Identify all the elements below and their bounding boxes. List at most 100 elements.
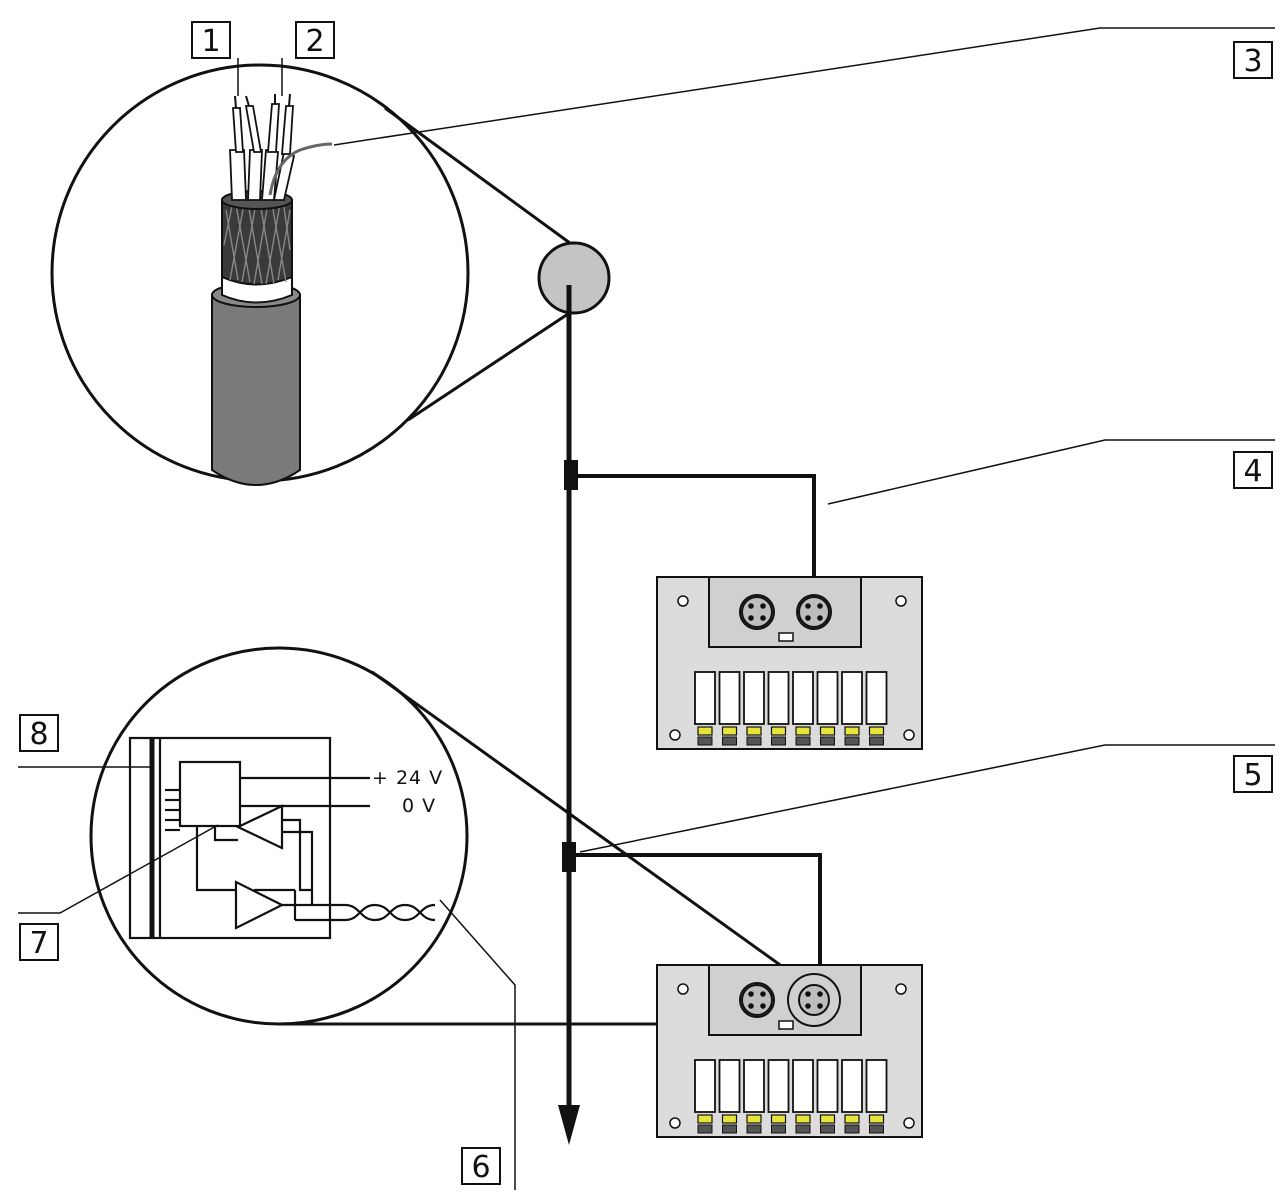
- channel-led: [795, 726, 811, 736]
- connector-pin: [817, 1003, 823, 1009]
- m12-connector-ring: [739, 594, 775, 630]
- channel-terminal: [865, 671, 888, 725]
- svg-text:6: 6: [471, 1150, 490, 1185]
- svg-text:8: 8: [29, 717, 48, 752]
- bus-tap-upper: [564, 460, 816, 600]
- channel-latch: [722, 736, 737, 746]
- channel-led: [721, 1114, 738, 1124]
- channel-latch: [746, 736, 762, 746]
- io-module-2: [656, 964, 923, 1138]
- channel-latch: [697, 1124, 713, 1134]
- io-module-1: [656, 576, 923, 750]
- channel-terminal: [841, 1059, 863, 1113]
- leader-lines: [18, 27, 1275, 1190]
- channel-latch: [844, 736, 860, 746]
- mount-hole: [677, 595, 689, 607]
- channel-latch: [746, 1124, 762, 1134]
- channel-led: [697, 1114, 713, 1124]
- channel-latch: [820, 1124, 835, 1134]
- channel-latch: [771, 736, 786, 746]
- callout-2: 2: [295, 21, 335, 59]
- m12-connector: [741, 596, 773, 628]
- channel-latch: [795, 736, 811, 746]
- connector-pin: [805, 615, 811, 621]
- status-led: [778, 1020, 794, 1030]
- svg-text:1: 1: [201, 24, 220, 59]
- channel-latch: [795, 1124, 811, 1134]
- mount-hole: [895, 595, 907, 607]
- connector-pin: [760, 603, 766, 609]
- channel-led: [819, 726, 836, 736]
- m12-connector-ring: [739, 982, 775, 1018]
- channel-terminal: [792, 1059, 814, 1113]
- channel-led: [868, 726, 885, 736]
- connector-pin: [748, 991, 754, 997]
- voltage-0v: 0 V: [402, 795, 436, 817]
- mount-hole: [903, 729, 915, 741]
- channel-led: [746, 1114, 762, 1124]
- channel-terminal: [694, 671, 716, 725]
- voltage-plus-24v: + 24 V: [372, 767, 443, 789]
- channel-latch: [697, 736, 713, 746]
- channel-terminal: [718, 1059, 741, 1113]
- mount-hole: [903, 1117, 915, 1129]
- cable-magnifier: [50, 63, 575, 483]
- channel-led: [770, 726, 787, 736]
- circuit-schematic: [128, 736, 436, 940]
- channel-led: [697, 726, 713, 736]
- connector-pin: [760, 1003, 766, 1009]
- connector-pin: [805, 603, 811, 609]
- channel-led: [844, 726, 860, 736]
- channel-latch: [869, 1124, 884, 1134]
- callout-4: 4: [1233, 451, 1273, 489]
- channel-terminal: [767, 1059, 790, 1113]
- m12-connector: [798, 984, 830, 1016]
- channel-terminal: [718, 671, 741, 725]
- channel-led: [868, 1114, 885, 1124]
- channel-terminal: [865, 1059, 888, 1113]
- m12-connector-ring: [796, 594, 832, 630]
- connector-pin: [760, 991, 766, 997]
- status-led: [778, 632, 794, 642]
- cable-illustration: [211, 93, 333, 486]
- channel-latch: [722, 1124, 737, 1134]
- channel-terminal: [816, 1059, 839, 1113]
- m12-connector: [741, 984, 773, 1016]
- m12-connector: [798, 596, 830, 628]
- modules-group: [656, 576, 923, 1138]
- channel-led: [746, 726, 762, 736]
- svg-text:4: 4: [1243, 454, 1262, 489]
- bus-tap-lower: [562, 842, 822, 990]
- callout-3: 3: [1233, 41, 1273, 79]
- channel-terminal: [841, 671, 863, 725]
- connector-pin: [748, 615, 754, 621]
- mount-hole: [669, 729, 681, 741]
- channel-terminal: [792, 671, 814, 725]
- connector-pin: [817, 603, 823, 609]
- channel-latch: [771, 1124, 786, 1134]
- bus-line: [558, 285, 580, 1145]
- svg-text:2: 2: [305, 24, 324, 59]
- channel-terminal: [816, 671, 839, 725]
- connector-pin: [817, 615, 823, 621]
- channel-latch: [869, 736, 884, 746]
- channel-led: [795, 1114, 811, 1124]
- channel-terminal: [694, 1059, 716, 1113]
- channel-terminal: [743, 671, 765, 725]
- connector-pin: [817, 991, 823, 997]
- channel-led: [819, 1114, 836, 1124]
- channel-led: [844, 1114, 860, 1124]
- connector-pin: [805, 991, 811, 997]
- callout-7: 7: [19, 923, 59, 961]
- mount-hole: [677, 983, 689, 995]
- svg-text:7: 7: [29, 926, 48, 961]
- channel-led: [770, 1114, 787, 1124]
- channel-terminal: [767, 671, 790, 725]
- connector-pin: [805, 1003, 811, 1009]
- callout-6: 6: [461, 1147, 501, 1185]
- connector-pin: [748, 603, 754, 609]
- channel-latch: [844, 1124, 860, 1134]
- connector-pin: [748, 1003, 754, 1009]
- channel-terminal: [743, 1059, 765, 1113]
